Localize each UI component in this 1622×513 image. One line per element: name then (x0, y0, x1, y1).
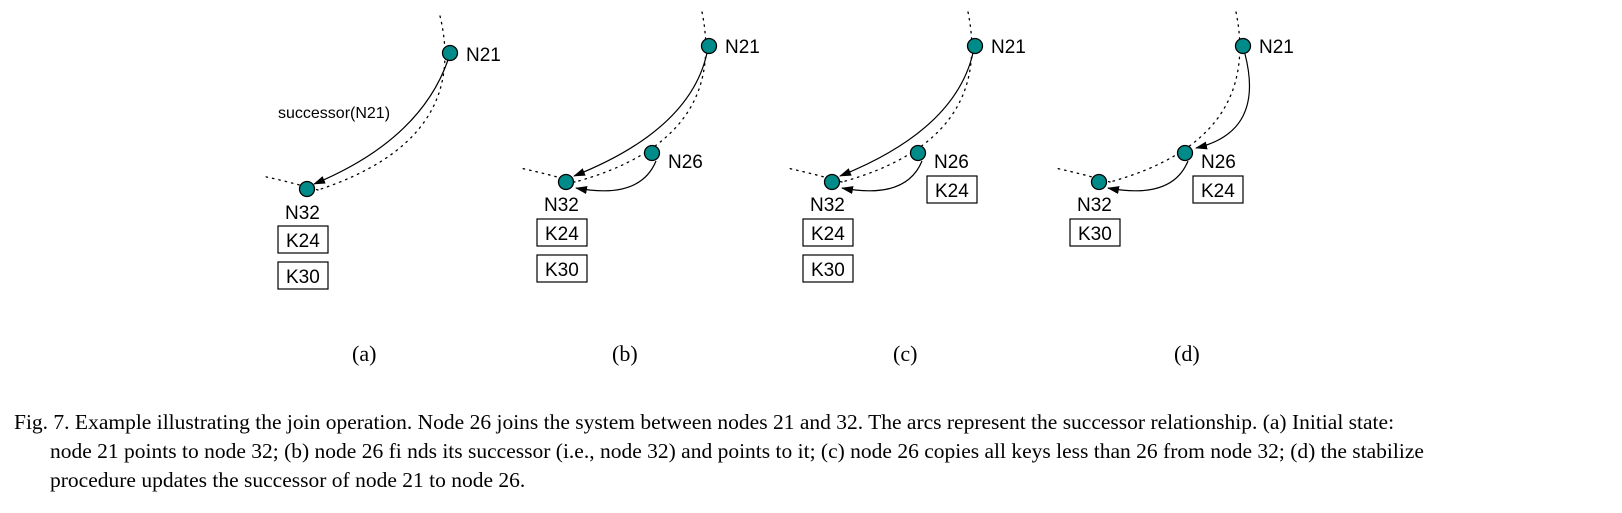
key-label: K30 (545, 260, 579, 281)
successor-arrow-n26 (1107, 160, 1189, 194)
node-n32 (1090, 173, 1108, 191)
ring-segment (261, 175, 319, 191)
panel-d: N21 N26 K24 N32 K30 (d) (1054, 11, 1294, 366)
node-label: N26 (668, 152, 703, 173)
key-label: K24 (1201, 181, 1235, 202)
join-operation-figure: successor(N21) N21 N32 K24 K30 (a) N21 N… (261, 11, 1294, 366)
key-box (926, 175, 978, 204)
ring-segment (841, 11, 973, 183)
key-box (536, 218, 588, 247)
key-box (277, 225, 329, 254)
figure-caption: Fig. 7. Example illustrating the join op… (14, 408, 1614, 495)
node-label: N32 (544, 195, 579, 216)
node-n32 (823, 173, 841, 191)
node-label: N26 (1201, 152, 1236, 173)
key-label: K24 (811, 224, 845, 245)
node-label: N26 (934, 152, 969, 173)
successor-arrow-n21 (839, 52, 974, 177)
key-box (536, 254, 588, 283)
node-label: N32 (1077, 195, 1112, 216)
ring-segment (574, 11, 707, 183)
node-n26 (1176, 144, 1194, 162)
caption-line: Fig. 7. Example illustrating the join op… (14, 410, 1395, 434)
panel-label: (b) (612, 341, 638, 366)
node-label: N21 (1259, 37, 1294, 58)
panel-label: (c) (893, 341, 917, 366)
node-label: N21 (725, 37, 760, 58)
panel-label: (d) (1174, 341, 1200, 366)
node-n21 (700, 37, 718, 55)
node-n21 (441, 44, 459, 62)
key-box (277, 261, 329, 290)
key-box (802, 218, 854, 247)
node-label: N21 (991, 37, 1026, 58)
caption-line: node 21 points to node 32; (b) node 26 f… (50, 439, 1424, 463)
successor-arrow (313, 59, 449, 185)
panel-c: N21 N26 K24 N32 K24 K30 (c) (786, 11, 1026, 366)
key-box (1069, 218, 1121, 247)
key-label: K24 (545, 224, 579, 245)
node-n32 (557, 173, 575, 191)
key-label: K30 (811, 260, 845, 281)
successor-arrow-n26 (841, 160, 923, 194)
key-label: K24 (935, 181, 969, 202)
key-label: K24 (286, 231, 320, 252)
node-label: N32 (285, 203, 320, 224)
key-box (802, 254, 854, 283)
node-label: N32 (810, 195, 845, 216)
successor-arrow-n21 (1195, 53, 1251, 150)
ring-segment (1109, 11, 1241, 183)
key-box (1192, 175, 1244, 204)
caption-line: procedure updates the successor of node … (50, 468, 526, 492)
ring-segment (317, 15, 446, 191)
node-n21 (1234, 37, 1252, 55)
successor-arrow-n21 (573, 52, 708, 177)
arc-label: successor(N21) (278, 105, 390, 122)
ring-segment (519, 167, 576, 183)
node-n26 (643, 144, 661, 162)
node-n21 (966, 37, 984, 55)
ring-segment (1054, 167, 1111, 183)
node-n26 (909, 144, 927, 162)
key-label: K30 (286, 267, 320, 288)
ring-segment (786, 167, 843, 183)
node-n32 (298, 180, 316, 198)
panel-b: N21 N26 N32 K24 K30 (b) (519, 11, 760, 366)
node-label: N21 (466, 45, 501, 66)
key-label: K30 (1078, 224, 1112, 245)
panel-label: (a) (352, 341, 376, 366)
panel-a: successor(N21) N21 N32 K24 K30 (a) (261, 15, 501, 366)
successor-arrow-n26 (575, 160, 657, 194)
